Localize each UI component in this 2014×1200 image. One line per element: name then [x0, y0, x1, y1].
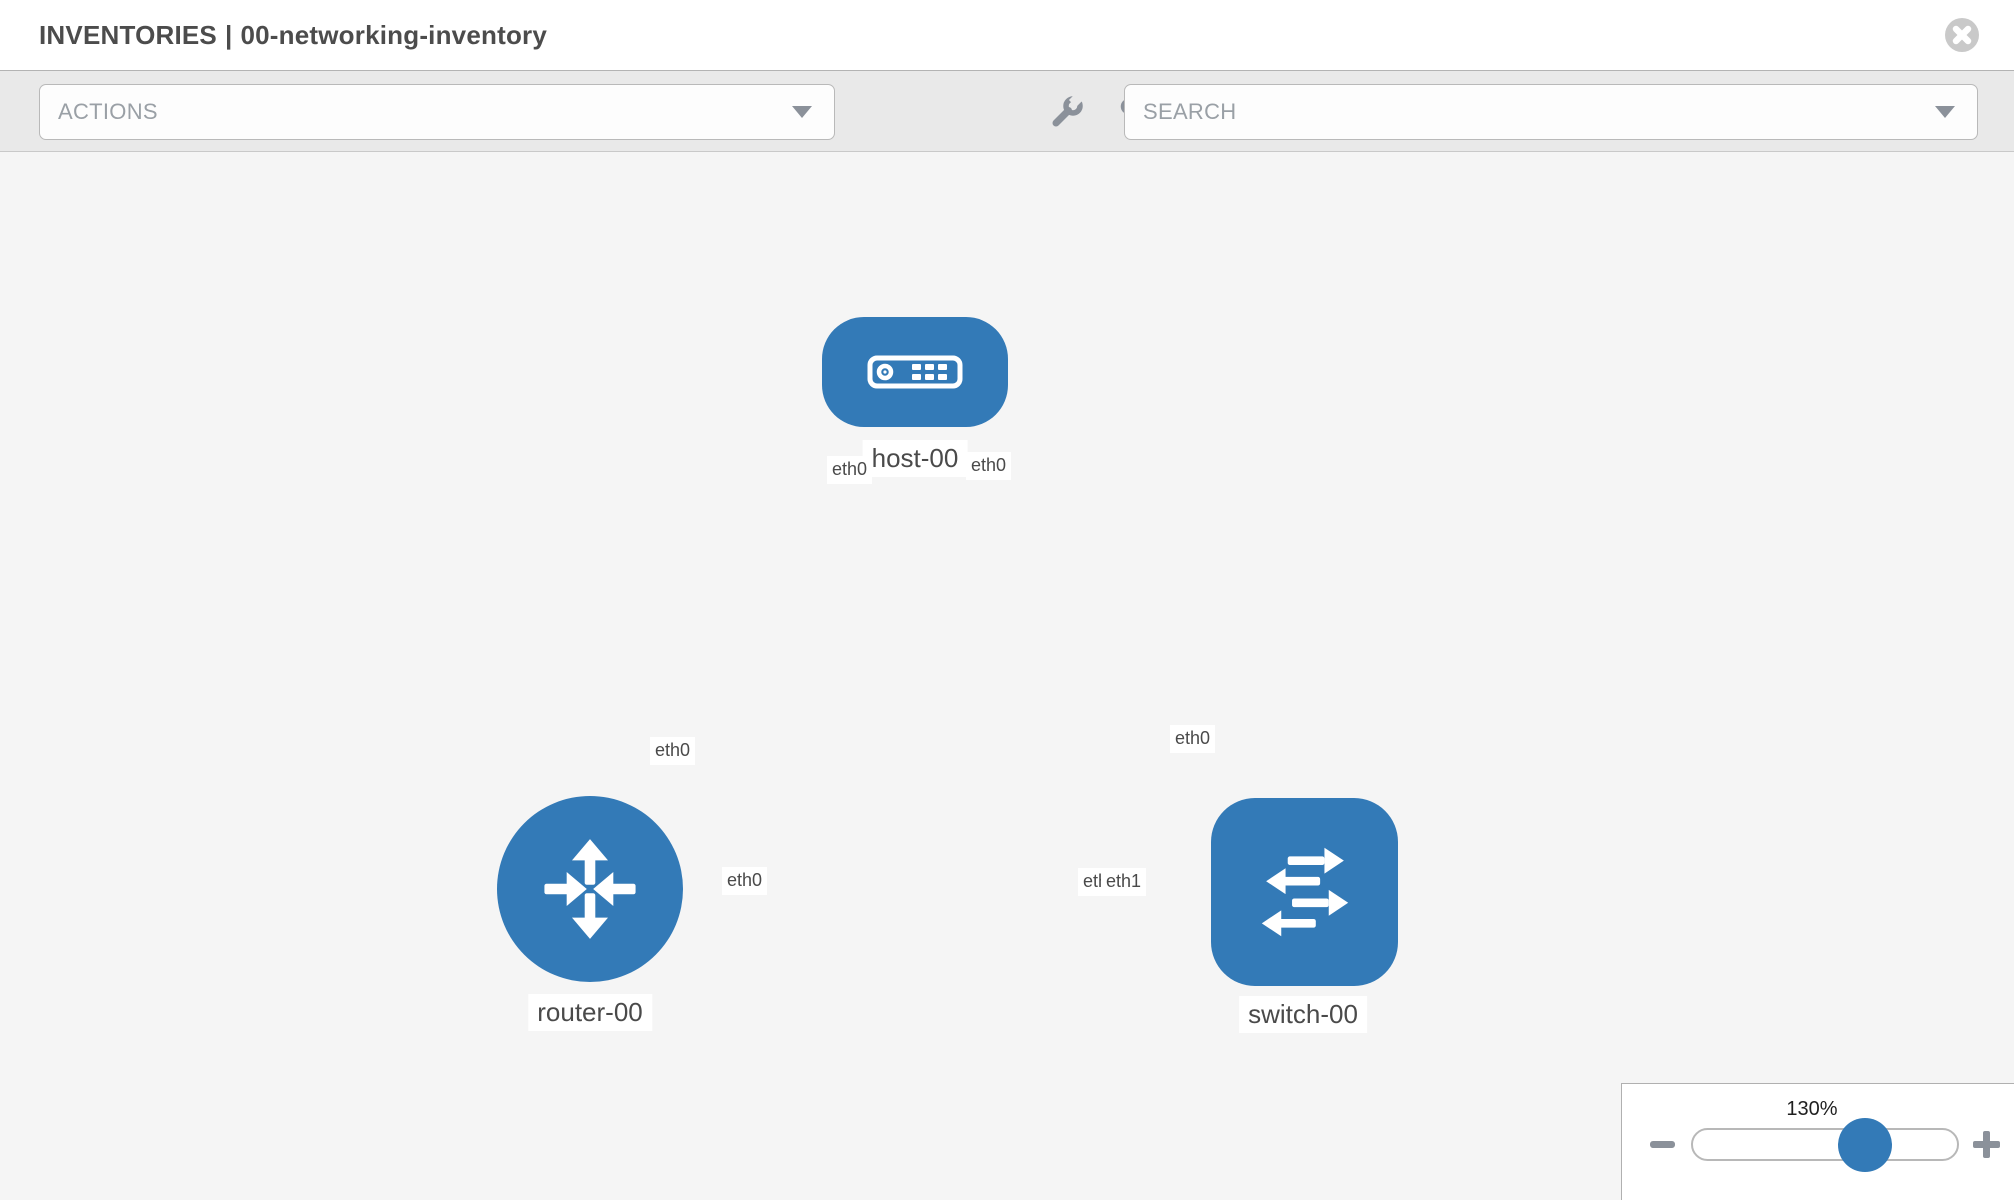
- node-label-switch-00: switch-00: [1239, 996, 1367, 1034]
- configure-button[interactable]: [1048, 93, 1084, 131]
- zoom-level-value: 130%: [1786, 1098, 1838, 1120]
- router-arrows-icon: [544, 839, 636, 939]
- chevron-down-icon: [792, 106, 812, 118]
- toolbar: ACTIONS SEARCH: [0, 70, 2014, 152]
- page-title-section: INVENTORIES: [39, 19, 217, 50]
- search-dropdown[interactable]: SEARCH: [1124, 84, 1978, 140]
- switch-arrows-icon: [1261, 847, 1348, 937]
- zoom-out-button[interactable]: [1650, 1141, 1675, 1148]
- node-host-00[interactable]: [822, 317, 1008, 427]
- interface-label-eth0: eth0: [1170, 725, 1216, 753]
- interface-label-eth0: eth0: [722, 867, 768, 895]
- interface-label-eth0: eth0: [827, 456, 873, 484]
- zoom-slider-track[interactable]: [1691, 1118, 1959, 1172]
- close-icon: [1952, 25, 1972, 45]
- close-button[interactable]: [1945, 18, 1979, 52]
- server-icon: [867, 355, 963, 389]
- zoom-control-panel: 130%: [1621, 1083, 2014, 1200]
- search-dropdown-label: SEARCH: [1143, 99, 1237, 124]
- page-title-separator: |: [224, 19, 233, 50]
- node-router-00[interactable]: [497, 796, 683, 982]
- zoom-slider-thumb[interactable]: [1838, 1118, 1892, 1172]
- interface-label-eth0: eth0: [650, 737, 696, 765]
- header-bar: INVENTORIES | 00-networking-inventory: [0, 0, 2014, 70]
- wrench-icon: [1052, 93, 1083, 127]
- topology-canvas[interactable]: [0, 152, 2014, 1200]
- page-title-item: 00-networking-inventory: [240, 19, 548, 50]
- interface-label-eth0: eth0: [966, 452, 1012, 480]
- actions-dropdown-label: ACTIONS: [58, 99, 158, 124]
- actions-dropdown[interactable]: ACTIONS: [39, 84, 835, 140]
- chevron-down-icon: [1935, 106, 1955, 118]
- zoom-slider: [1622, 1118, 2014, 1172]
- node-label-router-00: router-00: [528, 994, 652, 1032]
- node-label-host-00: host-00: [862, 440, 968, 478]
- zoom-in-button[interactable]: [1973, 1131, 2000, 1158]
- node-switch-00[interactable]: [1211, 798, 1398, 986]
- interface-label-eth1: eth1: [1101, 868, 1147, 896]
- page-title: INVENTORIES | 00-networking-inventory: [39, 0, 547, 70]
